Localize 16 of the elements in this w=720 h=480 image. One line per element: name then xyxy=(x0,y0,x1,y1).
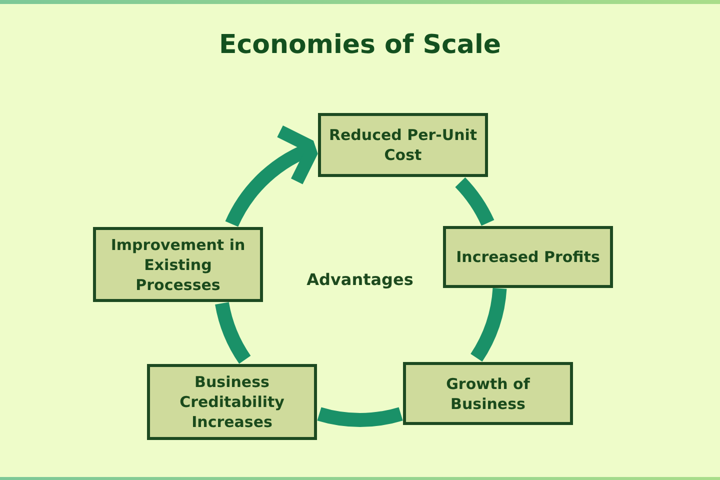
box-label: Increased Profits xyxy=(456,247,600,267)
cycle-arc xyxy=(454,178,494,226)
cycle-arc xyxy=(470,288,507,362)
diagram-title: Economies of Scale xyxy=(218,29,502,61)
cycle-arc xyxy=(215,302,251,364)
box-label: Growth of Business xyxy=(445,374,531,414)
process-box xyxy=(147,364,317,440)
box-label: Reduced Per-Unit Cost xyxy=(328,125,478,165)
center-label: Advantages xyxy=(306,270,414,290)
box-label: Improvement in Existing Processes xyxy=(110,234,246,294)
box-label: Business Creditability Increases xyxy=(178,372,286,432)
process-box xyxy=(403,362,573,425)
process-box xyxy=(443,226,613,288)
process-box xyxy=(318,113,488,177)
cycle-arc xyxy=(318,407,402,427)
process-box xyxy=(93,227,263,302)
